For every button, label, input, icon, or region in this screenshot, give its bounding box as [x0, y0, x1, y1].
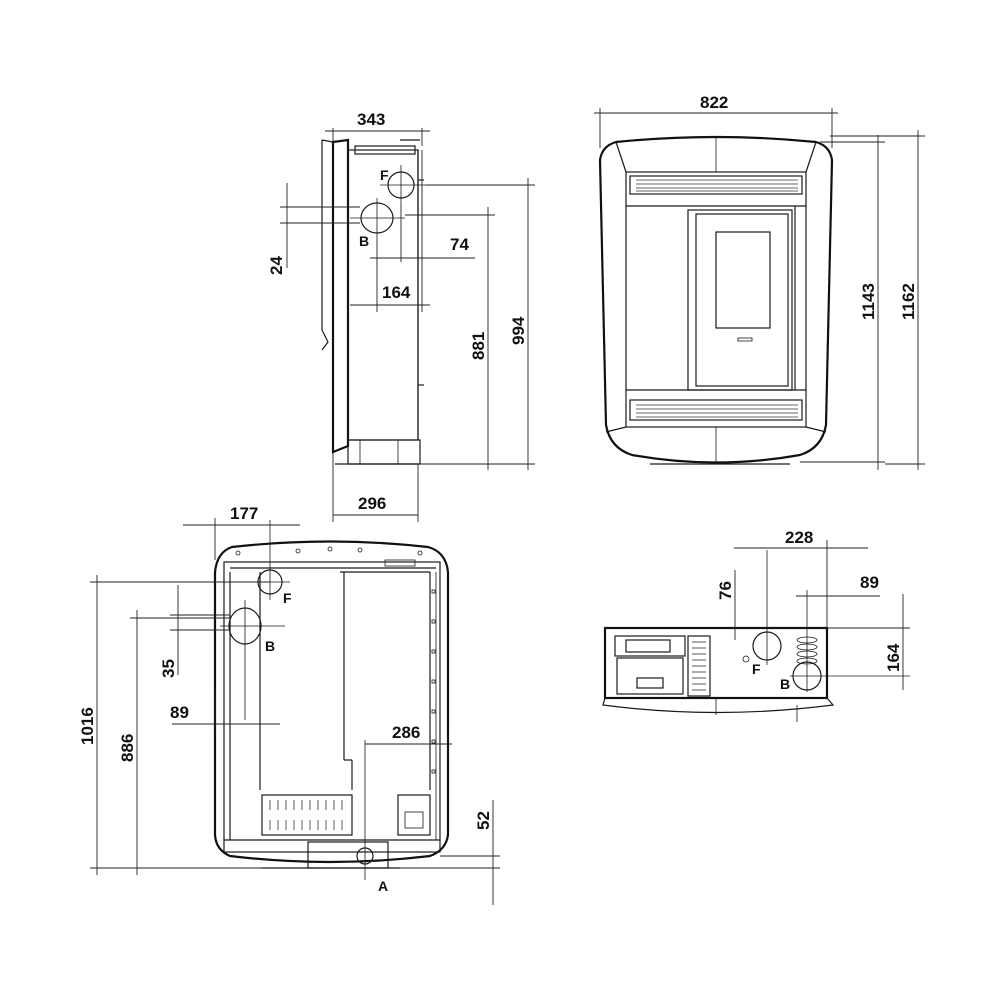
side-view-label-b: B [359, 233, 369, 249]
dim-881: 881 [469, 332, 488, 360]
dim-35: 35 [159, 659, 178, 678]
dim-76: 76 [716, 581, 735, 600]
front-view-window [715, 231, 771, 329]
dim-886: 886 [118, 734, 137, 762]
side-view-base [347, 439, 421, 465]
dim-296: 296 [358, 494, 386, 513]
back-view: F B A 177 35 89 286 1016 88 [78, 504, 500, 905]
back-view-label-b: B [265, 638, 275, 654]
dim-1016: 1016 [78, 707, 97, 745]
dim-89-back: 89 [170, 703, 189, 722]
dim-177: 177 [230, 504, 258, 523]
front-view: 822 1143 1162 [594, 93, 925, 470]
dim-164-top: 164 [884, 643, 903, 672]
back-view-label-a: A [378, 878, 388, 894]
dim-994: 994 [509, 316, 528, 345]
dim-89-top: 89 [860, 573, 879, 592]
back-view-outline [213, 540, 450, 864]
dim-52: 52 [474, 811, 493, 830]
dim-343: 343 [357, 110, 385, 129]
dim-1162: 1162 [899, 283, 918, 320]
dim-228: 228 [785, 528, 813, 547]
top-view-label-f: F [752, 661, 761, 677]
side-view: F B 343 24 74 164 881 994 [267, 110, 535, 522]
dim-164: 164 [382, 283, 411, 302]
back-view-vent-panel [261, 794, 353, 836]
top-view-control-box [616, 657, 684, 695]
top-view-grill [687, 635, 711, 697]
dim-822: 822 [700, 93, 728, 112]
front-view-door [687, 209, 793, 391]
side-view-outline [331, 138, 350, 454]
top-view: F B 228 76 89 164 [602, 528, 910, 722]
back-view-label-f: F [283, 590, 292, 606]
front-view-top-grill [629, 175, 803, 195]
front-view-bottom-grill [629, 399, 803, 421]
side-view-label-f: F [380, 167, 389, 183]
top-view-display [614, 635, 686, 657]
top-view-label-b: B [780, 676, 790, 692]
dim-24: 24 [267, 256, 286, 275]
dim-286: 286 [392, 723, 420, 742]
dim-74: 74 [450, 235, 469, 254]
front-view-outer-frame [598, 135, 834, 464]
back-view-base [307, 841, 389, 869]
dim-1143: 1143 [859, 283, 878, 320]
